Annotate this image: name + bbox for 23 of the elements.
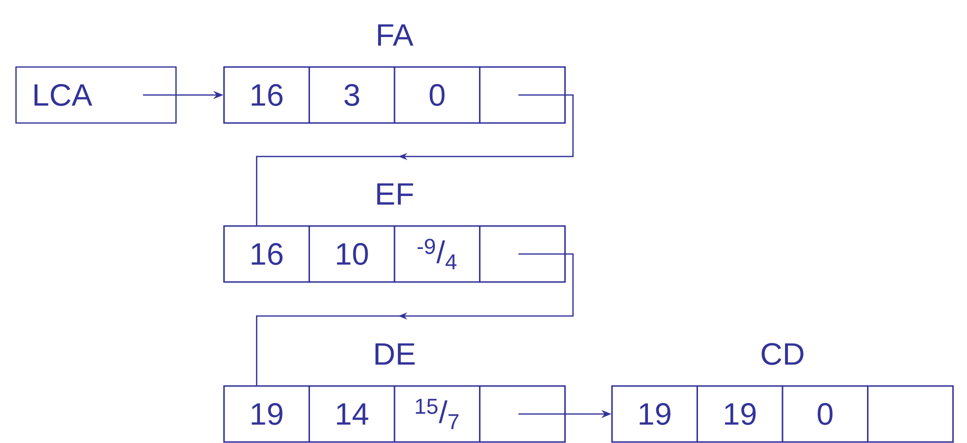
pointer-cell (479, 66, 566, 124)
pointer-cell (479, 385, 566, 443)
record-cell: 14 (308, 385, 396, 443)
record-cell: $^{15}$/$_{7}$ (394, 385, 480, 443)
pointer-cell (479, 225, 566, 283)
pointer-cell (867, 385, 954, 443)
record-cell: 19 (223, 385, 310, 443)
node-label: CD (762, 343, 804, 365)
node-label: DE (376, 343, 415, 365)
node-label: FA (378, 24, 414, 46)
node-label: EF (377, 183, 414, 205)
record-cell: 0 (394, 66, 480, 124)
label-box: LCA (15, 66, 177, 124)
record-cell: 19 (696, 385, 784, 443)
record-cell: 10 (308, 225, 396, 283)
record-cell: 16 (223, 66, 310, 124)
arrow (256, 253, 574, 386)
record-cell: 3 (308, 66, 396, 124)
record-cell: 16 (223, 225, 310, 283)
record-cell: 19 (611, 385, 698, 443)
record-cell: 0 (782, 385, 868, 443)
arrow (256, 94, 574, 226)
record-cell: $^{-9}$/$_{4}$ (394, 225, 480, 283)
